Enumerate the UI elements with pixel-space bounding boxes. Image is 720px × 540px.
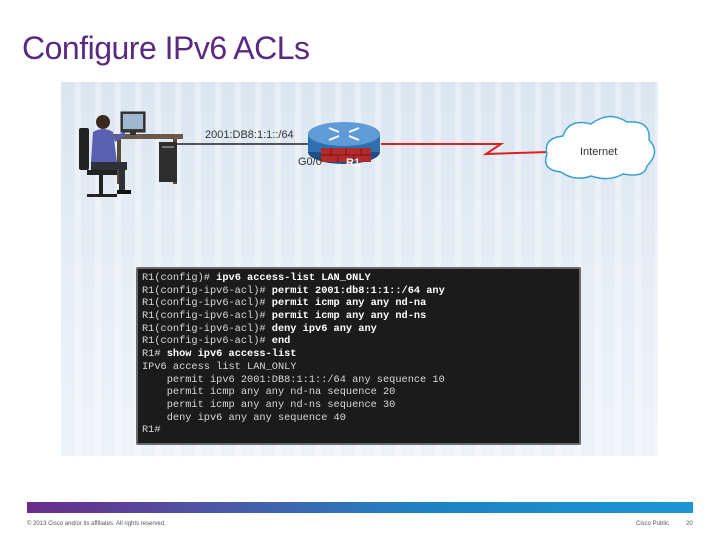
user-workstation-icon [79,111,183,197]
terminal-line: R1(config-ipv6-acl)# permit 2001:db8:1:1… [142,284,445,297]
cli-terminal: R1(config)# ipv6 access-list LAN_ONLY R1… [136,267,581,445]
terminal-line: permit ipv6 2001:DB8:1:1::/64 any sequen… [142,373,445,386]
terminal-line: permit icmp any any nd-na sequence 20 [142,386,396,399]
topology-diagram [79,111,656,197]
network-figure: 2001:DB8:1:1::/64 G0/0 R1 Internet R1(co… [61,82,658,456]
interface-label: G0/0 [298,156,322,168]
slide-title: Configure IPv6 ACLs [22,30,310,66]
terminal-line: deny ipv6 any any sequence 40 [142,411,346,424]
terminal-line: R1(config-ipv6-acl)# end [142,335,291,348]
internet-cloud-icon [544,115,656,180]
router-label: R1 [346,157,361,169]
terminal-line: permit icmp any any nd-ns sequence 30 [142,398,396,411]
router-icon [308,122,380,164]
terminal-line: R1(config-ipv6-acl)# deny ipv6 any any [142,322,377,335]
serial-link-icon [381,143,550,156]
terminal-line: R1(config-ipv6-acl)# permit icmp any any… [142,310,427,323]
footer-gradient-bar [27,502,693,513]
terminal-line: R1# [142,424,161,437]
terminal-line: R1# show ipv6 access-list [142,348,297,361]
terminal-line: R1(config)# ipv6 access-list LAN_ONLY [142,272,371,284]
cloud-label: Internet [580,146,618,158]
page-number: 20 [686,521,693,527]
footer-classification: Cisco Public [636,521,670,527]
terminal-line: IPv6 access list LAN_ONLY [142,360,297,373]
subnet-label: 2001:DB8:1:1::/64 [205,129,294,141]
terminal-line: R1(config-ipv6-acl)# permit icmp any any… [142,297,427,310]
footer-copyright: © 2013 Cisco and/or its affiliates. All … [27,521,166,527]
